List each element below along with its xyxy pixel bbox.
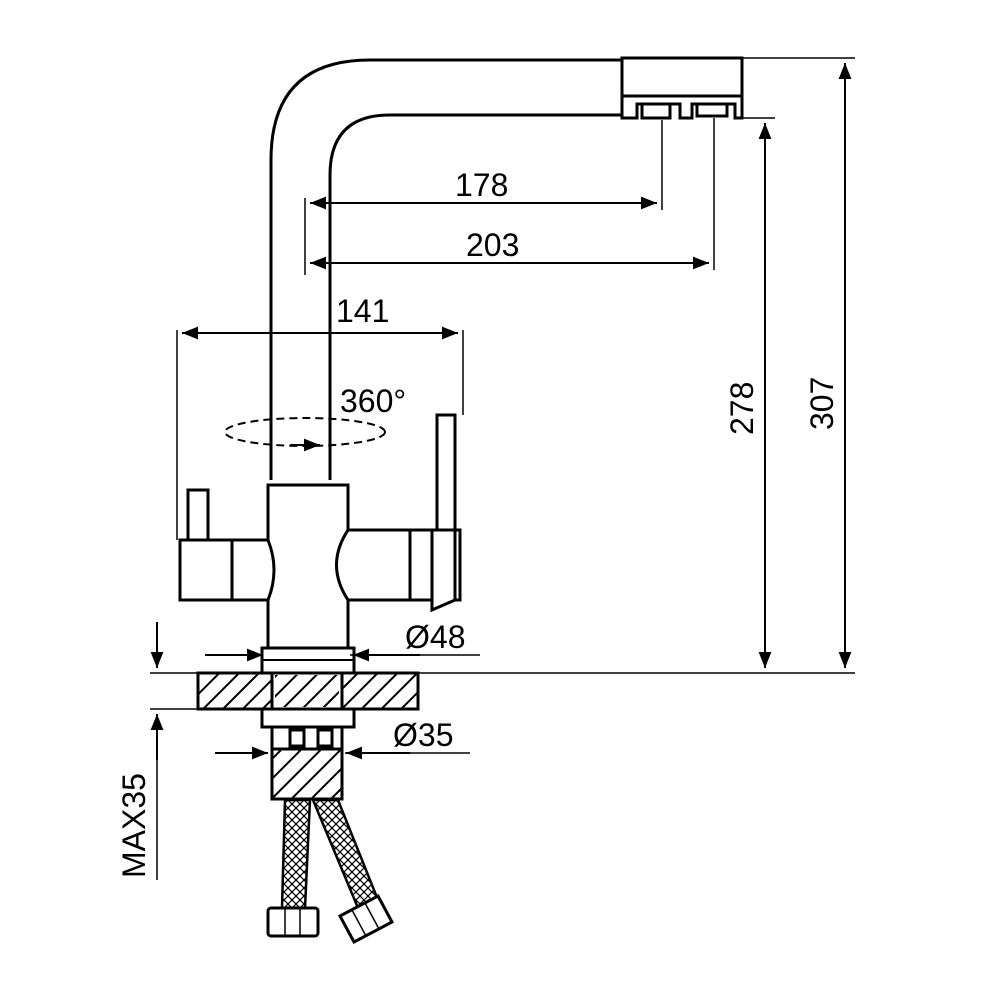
spout <box>269 56 744 480</box>
faucet-body <box>178 413 462 652</box>
dim-48-label: Ø48 <box>405 619 465 655</box>
dim-max35-label: MAX35 <box>116 773 152 878</box>
supply-hoses <box>266 798 395 945</box>
swivel-ellipse <box>224 417 386 447</box>
dimension-lines <box>150 57 855 880</box>
dim-178-label: 178 <box>455 167 508 203</box>
dim-141-label: 141 <box>336 293 389 329</box>
dim-307-label: 307 <box>804 377 840 430</box>
dim-swivel-label: 360° <box>340 383 406 419</box>
dim-35-label: Ø35 <box>393 717 453 753</box>
dim-203-label: 203 <box>466 227 519 263</box>
dim-278-label: 278 <box>724 382 760 435</box>
countertop-section <box>196 646 420 801</box>
